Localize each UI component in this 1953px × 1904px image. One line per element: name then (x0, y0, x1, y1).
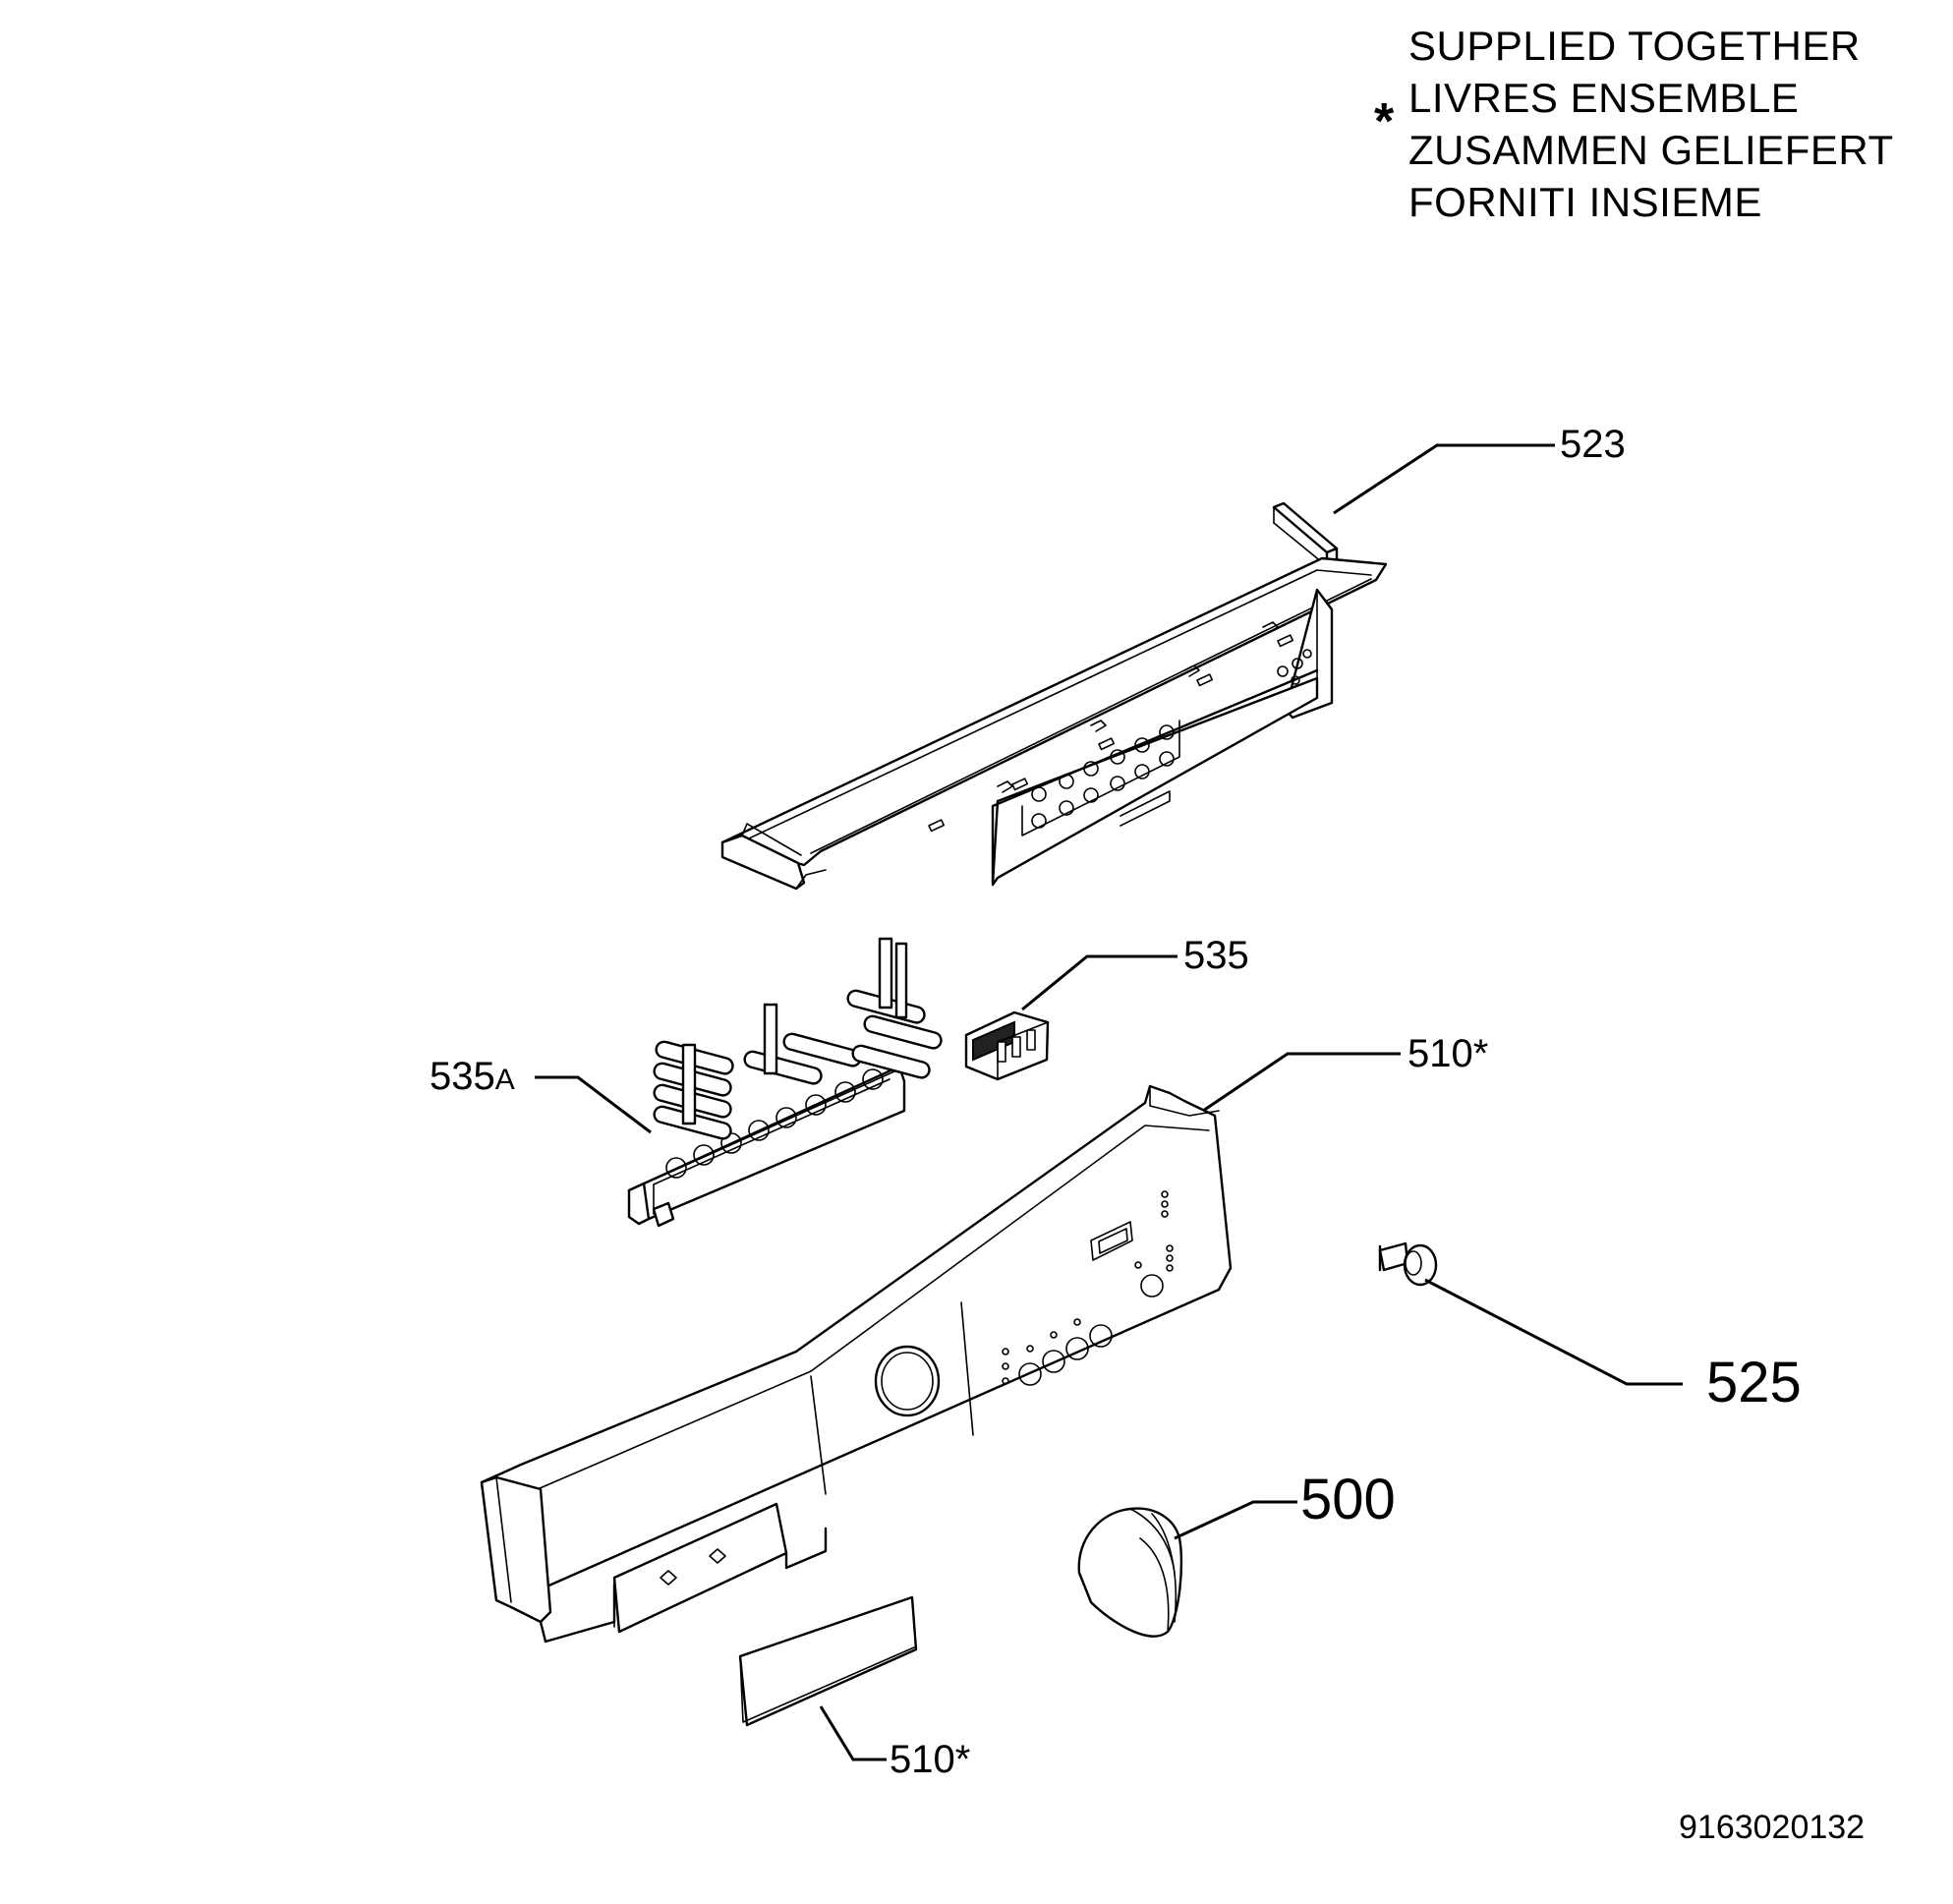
part-525-indicator-pin (1378, 1241, 1438, 1287)
leader-line-500 (1174, 1500, 1297, 1540)
part-535-connector-block (964, 1010, 1050, 1081)
leader-line-510-bottom (819, 1705, 887, 1761)
callout-535a-number: 535 (430, 1055, 495, 1098)
callout-535: 535 (1183, 934, 1249, 977)
callout-500: 500 (1300, 1468, 1396, 1531)
legend-line-3: ZUSAMMEN GELIEFERT (1408, 127, 1894, 173)
callout-510-bottom: 510* (890, 1738, 971, 1781)
leader-line-523 (1333, 443, 1555, 515)
part-523-frame-bracket (720, 501, 1388, 891)
callout-510-top: 510* (1407, 1032, 1489, 1075)
leader-line-535 (1021, 954, 1178, 1011)
part-535a-light-guide-assembly (627, 937, 943, 1228)
part-510-control-panel (480, 1084, 1233, 1644)
legend-line-4: FORNITI INSIEME (1408, 179, 1762, 225)
leader-line-525 (1424, 1278, 1683, 1386)
leader-line-535a (535, 1075, 652, 1134)
legend-asterisk: * (1374, 93, 1395, 150)
leader-line-510-top (1202, 1052, 1401, 1113)
callout-535a-suffix: A (494, 1064, 515, 1096)
legend-line-1: SUPPLIED TOGETHER (1408, 23, 1861, 69)
part-500-knob (1077, 1507, 1183, 1638)
callout-523: 523 (1560, 423, 1626, 466)
part-510-label-strip (738, 1595, 918, 1727)
callout-525: 525 (1706, 1351, 1802, 1414)
legend-line-2: LIVRES ENSEMBLE (1408, 75, 1800, 121)
document-number: 9163020132 (1679, 1809, 1866, 1846)
callout-535a: 535A (430, 1057, 515, 1096)
